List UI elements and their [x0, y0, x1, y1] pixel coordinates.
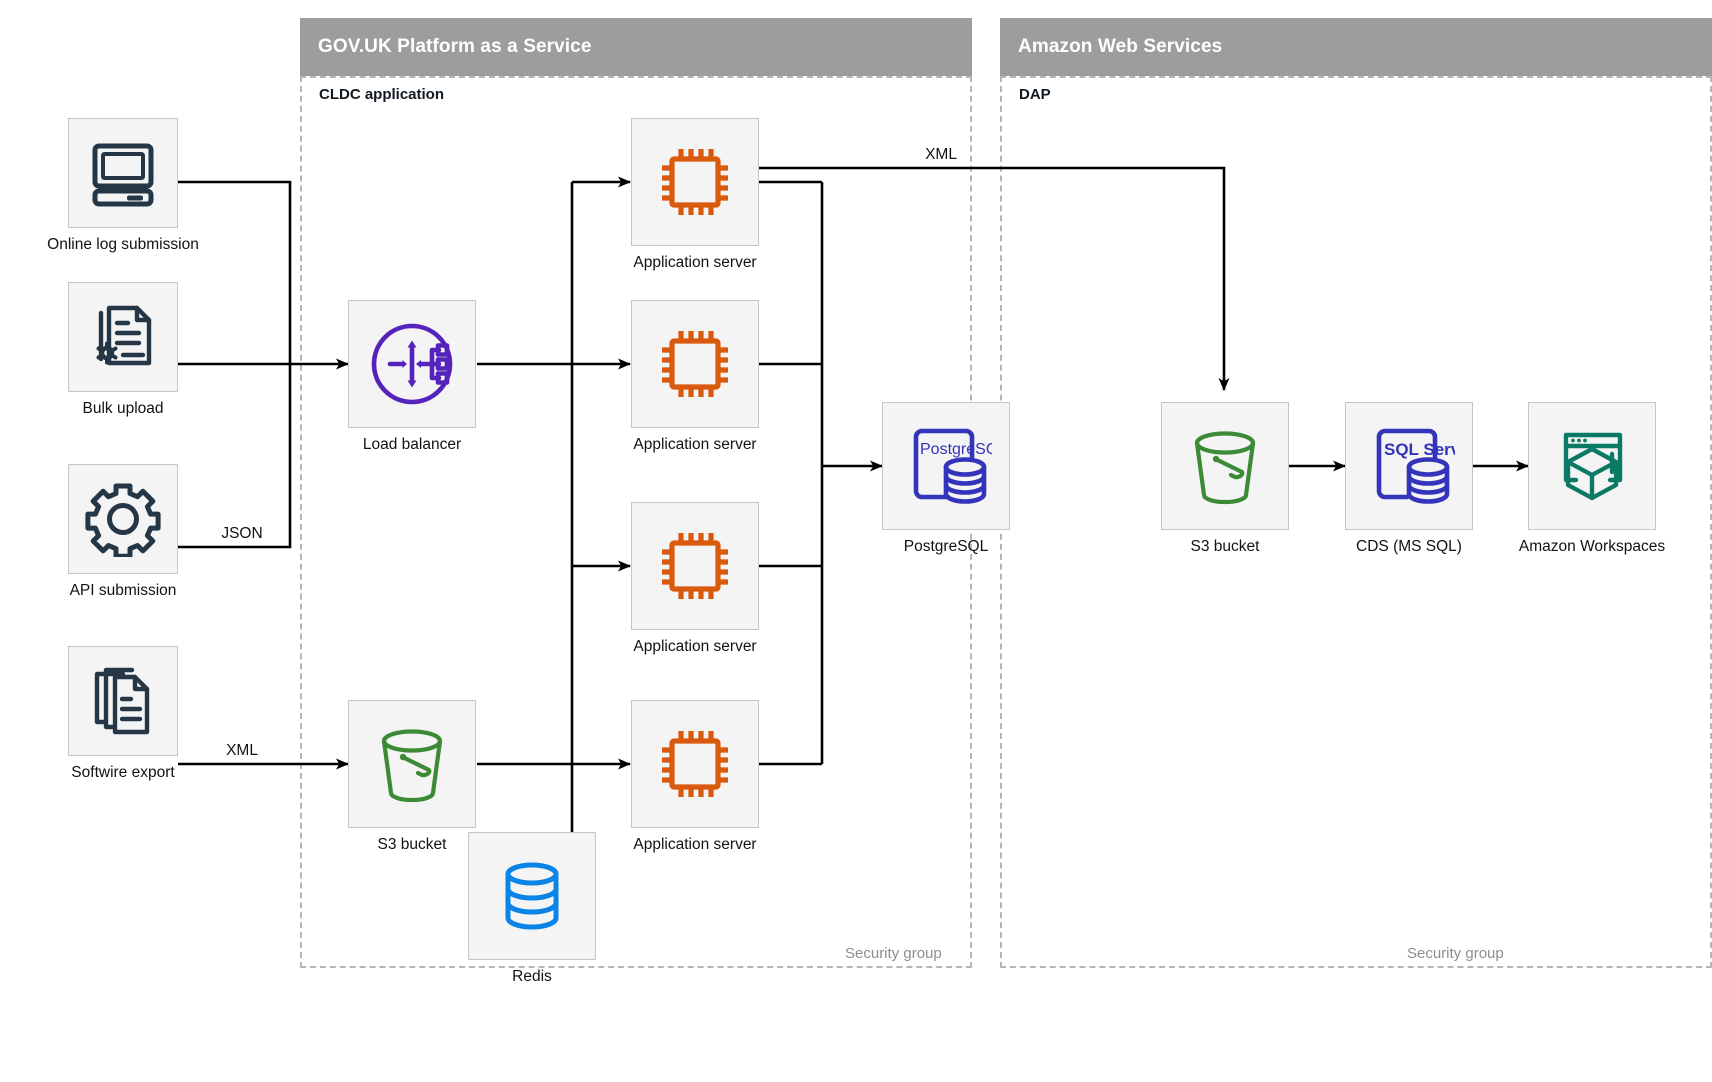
sub-label-dap: DAP: [1019, 86, 1051, 103]
document-stack-icon: [68, 646, 178, 756]
desktop-computer-icon: [68, 118, 178, 228]
edge-label-json: JSON: [221, 525, 263, 542]
cpu-chip-icon: [631, 300, 759, 428]
edge-label-xml-aws: XML: [925, 146, 957, 163]
wire-online-log-to-bus: [178, 180, 292, 364]
node-redis[interactable]: Redis: [468, 832, 596, 985]
node-label-online-log-submission: Online log submission: [47, 236, 199, 253]
node-postgresql[interactable]: PostgreSQL PostgreSQL: [882, 402, 1010, 555]
node-label-s3-bucket-paas: S3 bucket: [377, 836, 447, 853]
sub-label-cldc-application: CLDC application: [319, 86, 445, 103]
node-app-server-1[interactable]: Application server: [631, 118, 759, 271]
node-label-amazon-workspaces: Amazon Workspaces: [1518, 538, 1666, 555]
node-label-redis: Redis: [512, 968, 552, 985]
node-label-s3-bucket-aws: S3 bucket: [1190, 538, 1260, 555]
sql-server-icon: SQL Server: [1345, 402, 1473, 530]
node-amazon-workspaces[interactable]: Amazon Workspaces: [1519, 402, 1665, 555]
wire-api-to-bus: [178, 364, 292, 549]
security-group-label-aws: Security group: [1407, 945, 1504, 962]
database-cylinder-icon: [468, 832, 596, 960]
cpu-chip-icon: [631, 118, 759, 246]
node-label-app-server-2: Application server: [633, 436, 757, 453]
node-load-balancer[interactable]: Load balancer: [348, 300, 476, 453]
node-s3-bucket-paas[interactable]: S3 bucket: [348, 700, 476, 853]
node-cds-ms-sql[interactable]: SQL Server CDS (MS SQL): [1345, 402, 1473, 555]
security-group-label-paas: Security group: [845, 945, 942, 962]
node-app-server-3[interactable]: Application server: [631, 502, 759, 655]
workspaces-cube-icon: [1528, 402, 1656, 530]
node-online-log-submission[interactable]: Online log submission: [47, 118, 199, 253]
s3-bucket-icon: [348, 700, 476, 828]
node-label-load-balancer: Load balancer: [362, 436, 462, 453]
node-label-app-server-3: Application server: [633, 638, 757, 655]
svg-text:SQL Server: SQL Server: [1384, 440, 1455, 459]
group-header-aws: Amazon Web Services: [1000, 18, 1712, 76]
node-label-postgresql: PostgreSQL: [903, 538, 989, 555]
group-header-paas: GOV.UK Platform as a Service: [300, 18, 972, 76]
s3-bucket-icon: [1161, 402, 1289, 530]
node-api-submission[interactable]: API submission: [68, 464, 178, 599]
node-softwire-export[interactable]: Softwire export: [68, 646, 178, 781]
node-app-server-4[interactable]: Application server: [631, 700, 759, 853]
group-title-paas: GOV.UK Platform as a Service: [318, 36, 592, 57]
node-label-api-submission: API submission: [69, 582, 177, 599]
node-label-app-server-4: Application server: [633, 836, 757, 853]
cpu-chip-icon: [631, 502, 759, 630]
node-label-app-server-1: Application server: [633, 254, 757, 271]
node-label-softwire-export: Softwire export: [71, 764, 175, 781]
node-label-cds-ms-sql: CDS (MS SQL): [1356, 538, 1462, 555]
load-balancer-icon: [348, 300, 476, 428]
node-s3-bucket-aws[interactable]: S3 bucket: [1161, 402, 1289, 555]
cpu-chip-icon: [631, 700, 759, 828]
svg-text:PostgreSQL: PostgreSQL: [920, 441, 992, 458]
postgresql-icon: PostgreSQL: [882, 402, 1010, 530]
node-app-server-2[interactable]: Application server: [631, 300, 759, 453]
group-title-aws: Amazon Web Services: [1018, 36, 1223, 57]
node-bulk-upload[interactable]: Bulk upload: [68, 282, 178, 417]
document-gear-icon: [68, 282, 178, 392]
edge-label-xml-softwire: XML: [226, 742, 258, 759]
gear-icon: [68, 464, 178, 574]
node-label-bulk-upload: Bulk upload: [82, 400, 164, 417]
